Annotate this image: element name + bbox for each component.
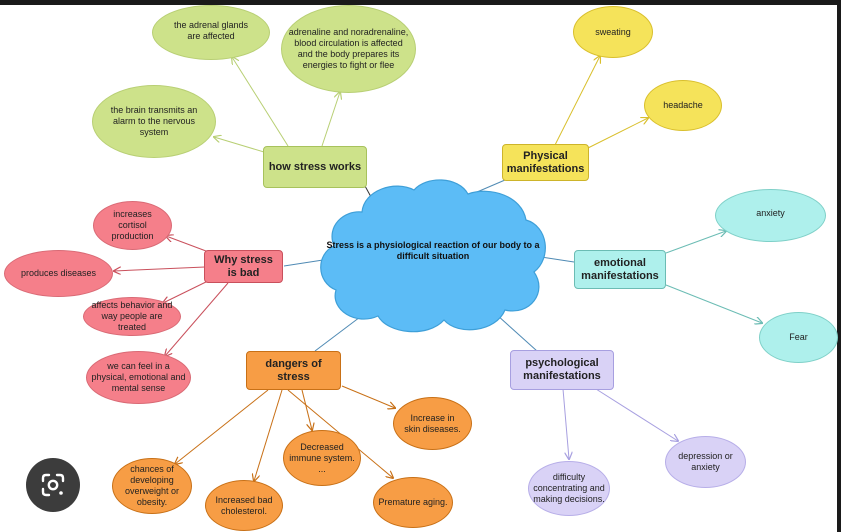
connector-fear — [665, 284, 762, 323]
right-border — [837, 0, 841, 532]
dangers-of-stress-box: dangers of stress — [246, 351, 341, 390]
premature-aging-node: Premature aging. — [373, 477, 453, 528]
central-idea-text: Stress is a physiological reaction of ou… — [326, 240, 540, 261]
connector-sweating — [554, 56, 600, 146]
bad-cholesterol-node: Increased bad cholesterol. — [205, 480, 283, 531]
connector-headache — [587, 118, 648, 149]
skin-diseases-node: Increase in skin diseases. — [393, 397, 472, 450]
behavior-node: affects behavior and way people are trea… — [83, 297, 181, 336]
connector-brain — [214, 137, 265, 153]
central-cloud — [320, 179, 546, 333]
connector-immune — [301, 389, 312, 430]
connector-concentrating — [562, 388, 569, 459]
feel-sense-node: we can feel in a physical, emotional and… — [86, 351, 191, 404]
google-lens-icon — [41, 473, 65, 497]
connector-adrenaline — [321, 92, 340, 147]
headache-node: headache — [644, 80, 722, 131]
connector-cholesterol — [254, 389, 283, 481]
why-stress-is-bad-box: Why stress is bad — [204, 250, 283, 283]
depression-node: depression or anxiety — [665, 436, 746, 488]
cortisol-node: increases cortisol production — [93, 201, 172, 250]
adrenal-glands-node: the adrenal glands are affected — [152, 5, 270, 60]
fear-node: Fear — [759, 312, 838, 363]
produces-diseases-node: produces diseases — [4, 250, 113, 297]
anxiety-node: anxiety — [715, 189, 826, 242]
connector-overweight — [175, 389, 269, 464]
connector-anxiety — [665, 231, 726, 254]
sweating-node: sweating — [573, 6, 653, 58]
brain-alarm-node: the brain transmits an alarm to the nerv… — [92, 85, 216, 158]
physical-manifestations-box: Physical manifestations — [502, 144, 589, 181]
immune-system-node: Decreased immune system. ... — [283, 430, 361, 486]
adrenaline-node: adrenaline and noradrenaline, blood circ… — [281, 5, 416, 93]
connector-cortisol — [166, 236, 207, 252]
psychological-manifestations-box: psychological manifestations — [510, 350, 614, 390]
overweight-node: chances of developing overweight or obes… — [112, 458, 192, 514]
top-border — [0, 0, 841, 5]
how-stress-works-box: how stress works — [263, 146, 367, 188]
google-lens-button[interactable] — [26, 458, 80, 512]
emotional-manifestations-box: emotional manifestations — [574, 250, 666, 289]
connector-feel — [165, 282, 229, 356]
connector-psychological — [496, 314, 538, 352]
connector-depression — [595, 388, 678, 441]
concentrating-node: difficulty concentrating and making deci… — [528, 461, 610, 516]
connector-diseases — [114, 266, 206, 271]
connector-skin — [341, 385, 395, 408]
connector-adrenal — [232, 57, 289, 147]
